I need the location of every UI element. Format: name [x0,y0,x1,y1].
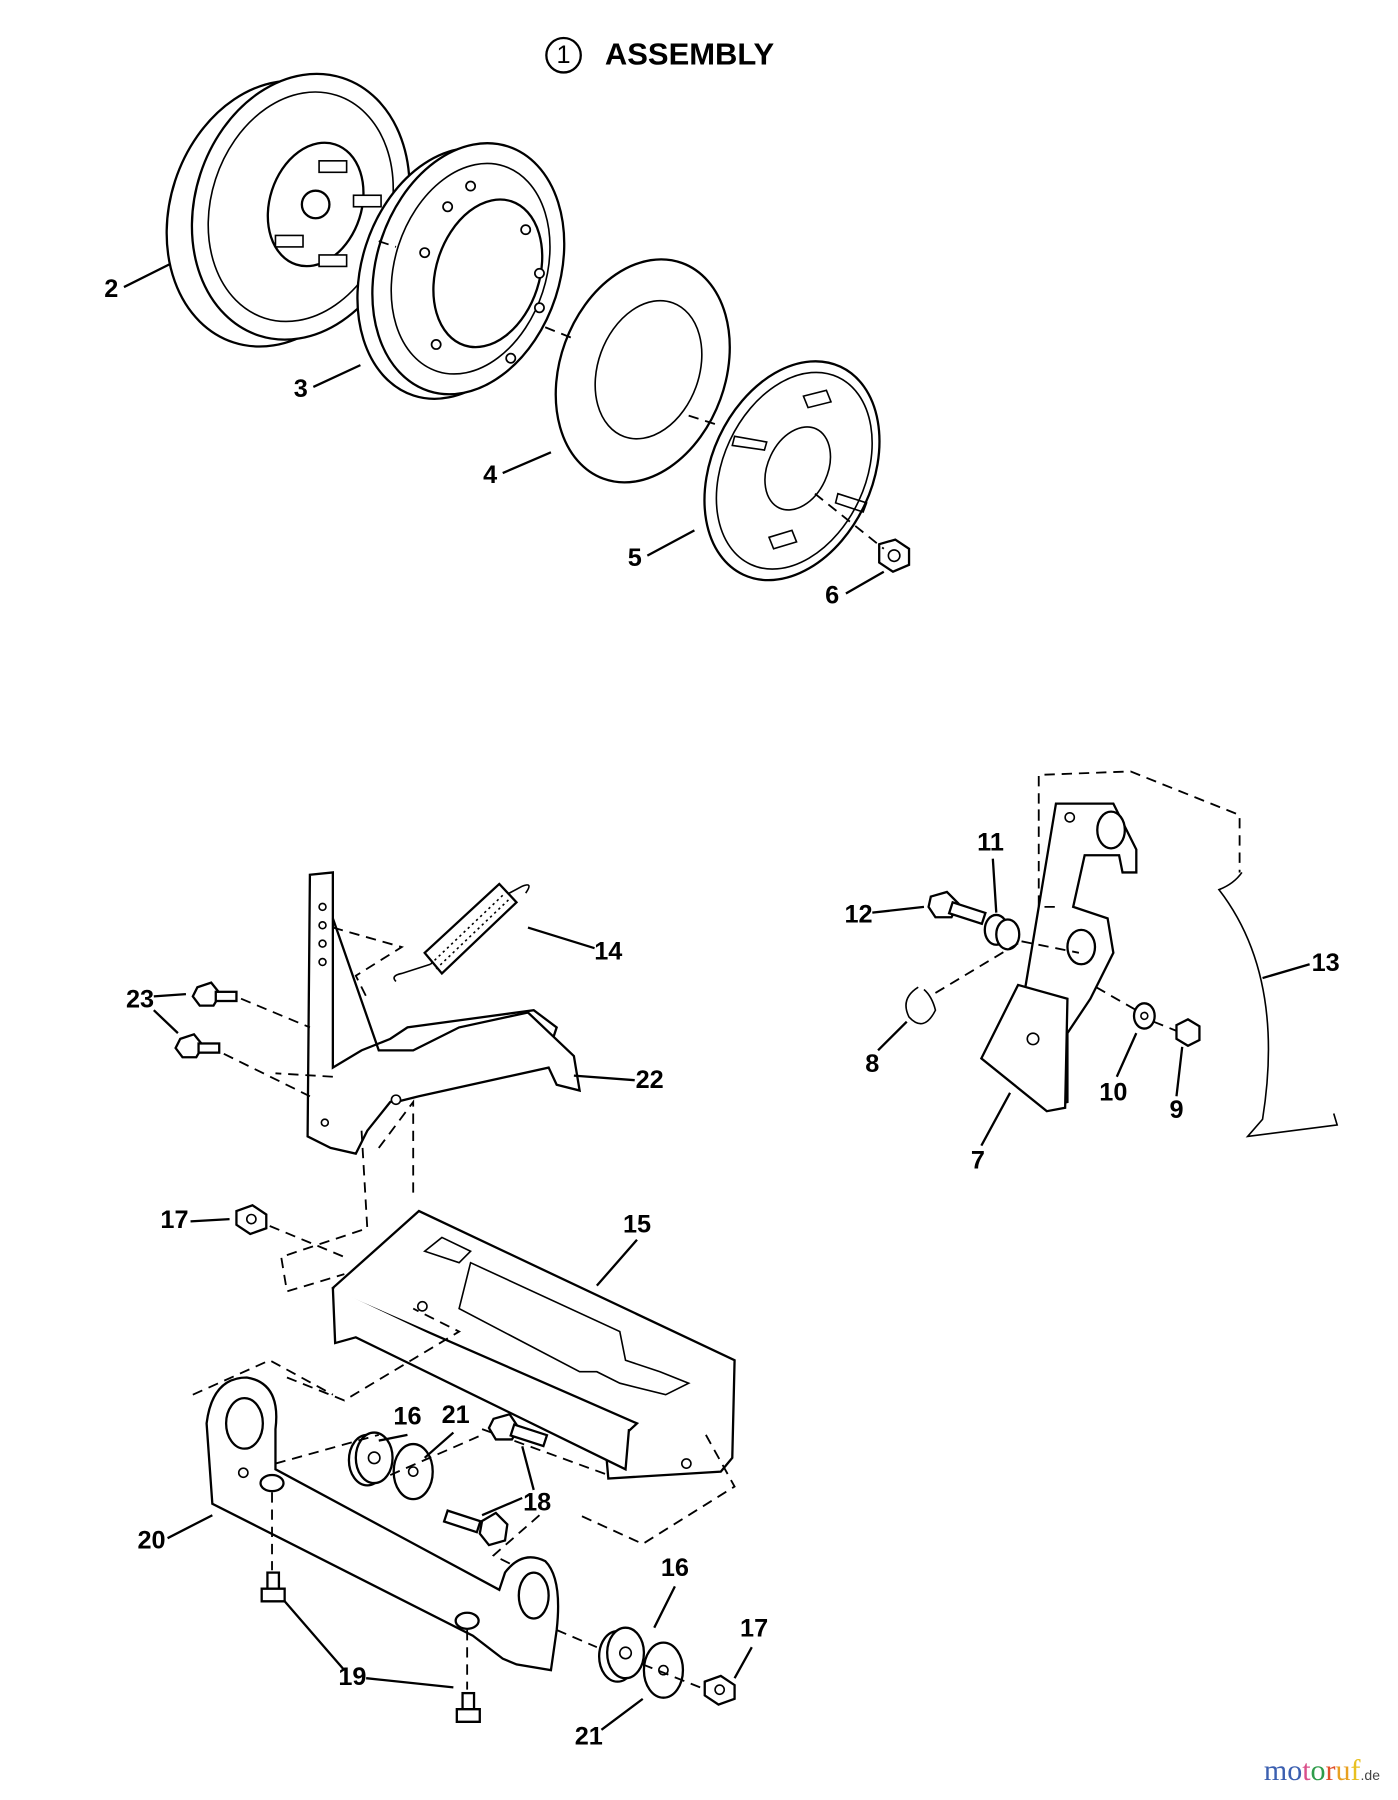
backing-plate-part-5 [703,360,881,582]
screw-part-19 [259,1473,481,1723]
watermark-letter: u [1335,1754,1351,1787]
callout-label-6: 6 [825,582,839,610]
washer-part-10 [1132,1002,1156,1030]
callout-label-18: 18 [523,1488,551,1516]
callout-label-7: 7 [971,1146,985,1174]
roller-axis-lines [275,1433,701,1689]
title-number: 1 [557,41,571,69]
callout-label-14: 14 [594,937,622,965]
callout-label-23: 23 [126,986,154,1014]
callout-label-15: 15 [623,1211,651,1239]
callout-leader-lines [123,263,1310,1731]
callout-label-9: 9 [1169,1096,1183,1124]
callout-label-13: 13 [1312,949,1340,977]
watermark-suffix: .de [1360,1767,1380,1783]
callout-label-2: 2 [104,275,118,303]
callout-label-16: 16 [661,1554,689,1582]
brake-drum-part-3 [356,142,566,400]
callout-label-5: 5 [628,544,642,572]
hub-axis-line [378,240,885,550]
clip-part-8 [905,986,937,1025]
nut-part-6 [878,538,911,574]
watermark-letter: m [1263,1754,1288,1787]
watermark-letter: r [1325,1754,1336,1787]
title-text: ASSEMBLY [605,37,775,72]
watermark-letter: t [1302,1754,1311,1787]
callout-label-19: 19 [338,1663,366,1691]
roller-part-16 [347,1431,394,1487]
nut-part-9 [1175,1018,1201,1048]
watermark-logo: motoruf.de [1264,1754,1380,1788]
callout-label-11: 11 [977,828,1004,856]
bracket-part-22 [306,871,582,1155]
spacer-part-11 [983,913,1021,951]
title-number-circle [545,36,582,74]
bracket-part-15 [331,1209,736,1480]
spring-part-14 [393,882,530,983]
washer-part-21 [392,1442,434,1501]
callout-label-3: 3 [294,375,308,403]
watermark-text: motoruf [1264,1754,1361,1787]
brake-lining-part-4 [554,258,731,484]
callout-label-10: 10 [1099,1079,1127,1107]
bracket-15-alignment-lines [192,1307,736,1568]
bracket-part-20 [205,1376,560,1672]
lever-part-7 [979,802,1138,1113]
bolt-part-18 [442,1412,549,1547]
rod-part-13 [1217,871,1339,1138]
callout-label-8: 8 [865,1050,879,1078]
callout-label-17: 17 [740,1615,768,1643]
watermark-letter: f [1350,1754,1361,1787]
callout-label-21: 21 [442,1401,470,1429]
callout-label-4: 4 [483,461,497,489]
callout-label-16: 16 [393,1402,421,1430]
callout-label-22: 22 [636,1066,664,1094]
roller-part-16-lower [597,1626,646,1683]
bolt-part-12 [927,890,987,926]
nut-part-17 [235,1204,345,1258]
callout-label-17: 17 [160,1206,188,1234]
watermark-letter: o [1287,1754,1303,1787]
callout-label-20: 20 [137,1526,165,1554]
pulley-part-2 [165,72,411,348]
lever-alignment-lines [1037,770,1241,908]
nut-part-17-lower [703,1674,736,1706]
callout-label-12: 12 [844,901,872,929]
diagram-title: 1 ASSEMBLY [545,36,775,74]
callout-label-21: 21 [575,1723,603,1751]
bolt-part-23 [174,981,311,1098]
washer-part-21-lower [642,1641,685,1699]
watermark-letter: o [1310,1754,1326,1787]
